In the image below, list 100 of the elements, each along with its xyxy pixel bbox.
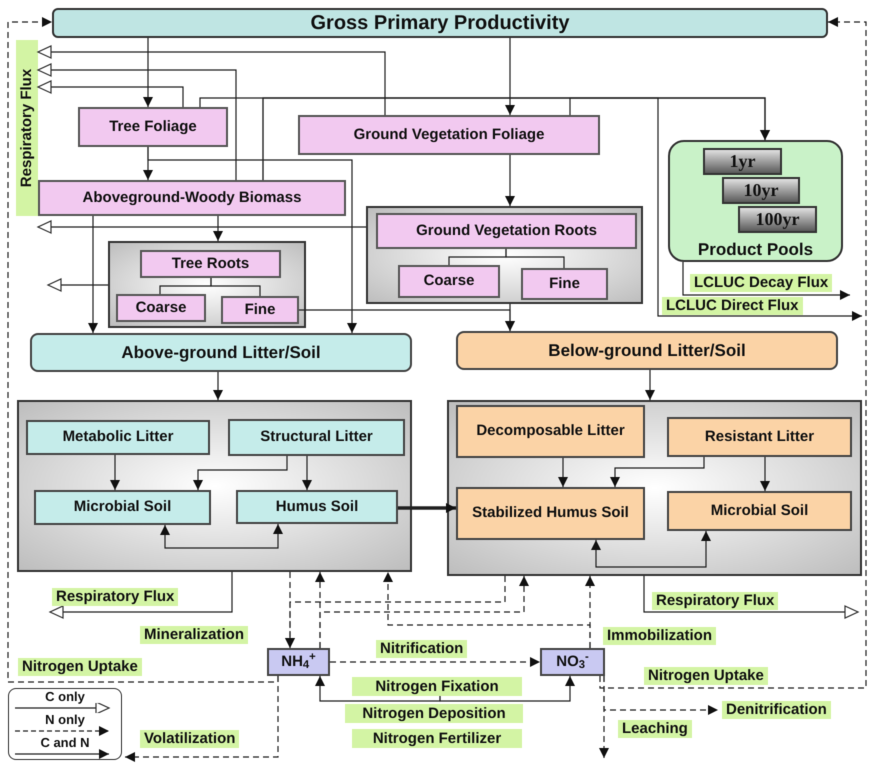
node-label: Gross Primary Productivity xyxy=(310,10,570,36)
node-label: Coarse xyxy=(134,298,188,318)
edge-label: Nitrification xyxy=(376,640,468,658)
arrow xyxy=(645,370,655,400)
group-panel xyxy=(366,206,643,304)
arrow xyxy=(398,503,456,513)
edge-label: LCLUC Decay Flux xyxy=(690,274,832,292)
node-label: Below-ground Litter/Soil xyxy=(547,340,747,362)
node-label: 1yr xyxy=(728,150,756,173)
node-label: Microbial Soil xyxy=(710,502,810,520)
product-box xyxy=(738,206,817,233)
edge-label: Immobilization xyxy=(603,627,716,645)
pool-box xyxy=(376,213,637,249)
arrow xyxy=(599,17,867,689)
label-patch xyxy=(352,729,522,748)
node-label: 100yr xyxy=(754,208,800,231)
node-label: Fine xyxy=(244,300,276,320)
node-label: Fine xyxy=(548,274,581,294)
node-label: Stabilized Humus Soil xyxy=(471,504,630,523)
label-patch xyxy=(352,677,522,696)
pool-box xyxy=(221,296,299,324)
arrow xyxy=(302,456,312,490)
arrow xyxy=(37,220,366,234)
nitrogen-box xyxy=(267,648,330,676)
node-label: Coarse xyxy=(422,272,476,291)
edge-label: Nitrogen Uptake xyxy=(644,667,768,685)
edge-label: Leaching xyxy=(618,720,692,738)
edge-label: LCLUC Direct Flux xyxy=(662,297,803,315)
arrow xyxy=(262,97,862,321)
node-label: Aboveground-Woody Biomass xyxy=(82,188,302,208)
pool-box xyxy=(38,180,346,216)
node-label: Tree Foliage xyxy=(108,118,198,136)
arrow xyxy=(160,524,283,549)
node-label: Metabolic Litter xyxy=(62,428,174,447)
node-label: Tree Roots xyxy=(170,254,250,274)
product-box xyxy=(703,148,782,175)
arrow xyxy=(610,457,705,487)
pool-box xyxy=(456,487,645,540)
pool-box xyxy=(34,490,211,525)
pool-box xyxy=(236,490,398,524)
arrow xyxy=(760,457,770,491)
pool-box xyxy=(398,265,500,298)
node-label: Nitrogen Fixation xyxy=(375,677,499,696)
edge-label: Volatilization xyxy=(140,730,240,748)
legend-label: C only xyxy=(45,690,85,703)
pool-box xyxy=(140,250,281,278)
arrow xyxy=(643,576,859,619)
arrow xyxy=(110,455,120,490)
product-box xyxy=(722,177,800,204)
node-label: Structural Litter xyxy=(259,428,374,447)
product-pool-panel xyxy=(668,140,843,262)
arrow xyxy=(505,38,515,115)
node-label: Respiratory Flux xyxy=(16,40,38,216)
arrow xyxy=(37,80,184,107)
arrow xyxy=(603,676,718,715)
edge-label: Nitrogen Uptake xyxy=(18,658,142,676)
arrow xyxy=(439,676,575,702)
arrow xyxy=(285,576,506,648)
pool-box xyxy=(298,115,600,155)
arrow xyxy=(213,216,223,241)
header-bar xyxy=(52,8,828,38)
arrow xyxy=(49,572,233,619)
arrow xyxy=(682,262,850,300)
arrow xyxy=(319,576,529,648)
group-panel xyxy=(108,241,306,328)
node-label: Nitrogen Fertilizer xyxy=(372,729,502,748)
arrow xyxy=(193,456,288,490)
node-label: Microbial Soil xyxy=(72,498,172,517)
edge-label: Denitrification xyxy=(722,701,831,719)
arrow xyxy=(147,147,357,333)
litter-header-box xyxy=(456,331,838,370)
connector-line xyxy=(505,249,565,268)
arrow xyxy=(125,676,279,762)
label-patch xyxy=(345,704,523,723)
arrow xyxy=(585,576,595,648)
arrow xyxy=(143,38,153,107)
arrow xyxy=(37,63,237,180)
pool-box xyxy=(667,491,852,531)
legend-label: C and N xyxy=(40,736,90,749)
arrow xyxy=(315,676,441,702)
arrow xyxy=(591,531,711,568)
arrow xyxy=(213,372,223,400)
node-label: Decomposable Litter xyxy=(475,422,626,441)
litter-header-box xyxy=(30,333,412,372)
edge-label: Respiratory Flux xyxy=(52,588,178,606)
arrow xyxy=(330,657,540,667)
pool-box xyxy=(521,268,608,300)
group-panel xyxy=(17,400,412,572)
pool-box xyxy=(456,405,645,458)
edge-label: Mineralization xyxy=(140,626,248,644)
group-panel xyxy=(447,400,862,576)
nitrogen-box xyxy=(540,648,605,676)
legend-label: N only xyxy=(45,713,85,726)
pool-box xyxy=(78,107,228,147)
node-label: Humus Soil xyxy=(274,498,360,516)
node-label: Nitrogen Deposition xyxy=(362,704,506,723)
edge-label: Respiratory Flux xyxy=(652,592,778,610)
pool-box xyxy=(26,420,210,455)
arrow xyxy=(88,216,98,333)
arrow xyxy=(558,458,568,487)
